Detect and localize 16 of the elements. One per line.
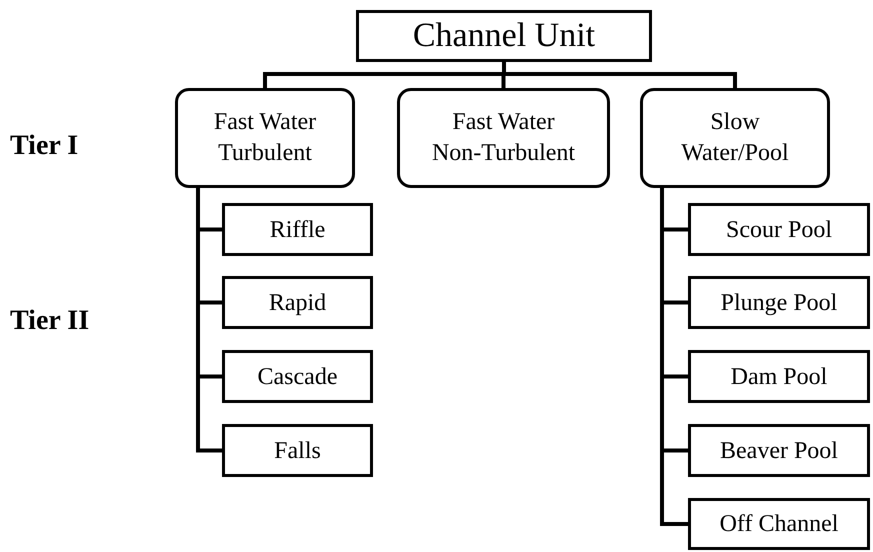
tier-label: Tier II — [10, 307, 90, 335]
root-box: Channel Unit — [356, 10, 652, 62]
tier-label: Tier I — [10, 132, 78, 160]
subcategory-box: Scour Pool — [688, 203, 870, 256]
connector-line — [660, 188, 688, 526]
subcategory-box: Falls — [222, 424, 373, 477]
subcategory-box: Cascade — [222, 350, 373, 403]
subcategory-box: Rapid — [222, 276, 373, 329]
subcategory-box: Off Channel — [688, 498, 870, 550]
category-box: Slow Water/Pool — [640, 88, 830, 188]
subcategory-box: Riffle — [222, 203, 373, 256]
category-box: Fast Water Turbulent — [175, 88, 355, 188]
subcategory-box: Dam Pool — [688, 350, 870, 403]
category-box: Fast Water Non-Turbulent — [397, 88, 610, 188]
subcategory-box: Plunge Pool — [688, 276, 870, 329]
subcategory-box: Beaver Pool — [688, 424, 870, 477]
